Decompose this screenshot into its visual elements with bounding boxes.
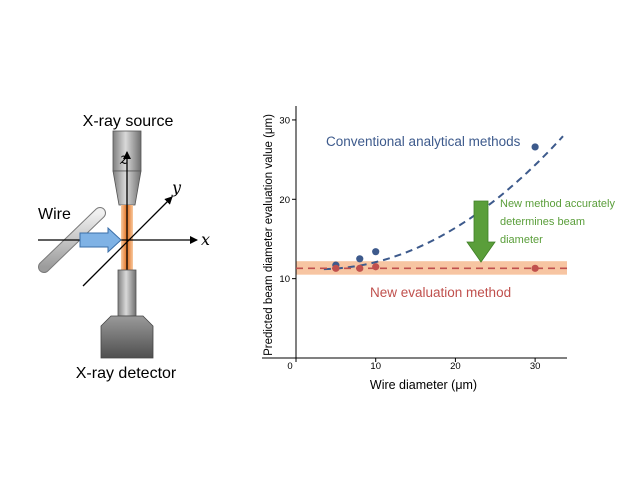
x-tick-label: 0 [287, 361, 292, 372]
y-axis-line [82, 196, 173, 287]
axis-z-label: z [119, 149, 129, 168]
axis-ticks: 0 10 20 30 10 20 30 [279, 115, 540, 372]
new-method-point [356, 264, 364, 272]
new-method-point [332, 264, 340, 272]
new-method-series-label: New evaluation method [370, 285, 511, 300]
conventional-point [531, 143, 539, 151]
y-axis-label: Predicted beam diameter evaluation value… [263, 114, 275, 356]
annotation-line: diameter [500, 234, 543, 246]
conventional-point [372, 248, 380, 256]
chart: 0 10 20 30 10 20 30 Wire diameter (μm) Predict… [262, 106, 618, 392]
conventional-point [356, 255, 364, 263]
wire-label: Wire [38, 206, 71, 223]
xray-detector-label: X-ray detector [76, 365, 177, 382]
x-tick-label: 20 [450, 361, 461, 372]
annotation-text: New method accurately determines beam di… [500, 198, 618, 246]
y-tick-label: 10 [279, 274, 290, 285]
x-axis-label: Wire diameter (μm) [370, 378, 477, 392]
data-points [332, 143, 539, 272]
axis-x-label: x [201, 230, 210, 249]
axis-y-label: y [171, 178, 182, 197]
setup-diagram: X-ray source x y z Wire X-ray detector [38, 113, 210, 382]
xray-detector [100, 269, 154, 359]
conventional-series-label: Conventional analytical methods [326, 134, 521, 149]
annotation-line: determines beam [500, 216, 585, 228]
conventional-curve [323, 135, 564, 271]
x-tick-label: 30 [530, 361, 541, 372]
y-tick-label: 20 [279, 195, 290, 206]
annotation-line: New method accurately [500, 198, 615, 210]
new-method-point [372, 263, 380, 271]
new-method-point [531, 264, 539, 272]
y-tick-label: 30 [279, 115, 290, 126]
scan-direction-arrow [79, 226, 122, 254]
improvement-arrow [466, 200, 496, 263]
x-tick-label: 10 [370, 361, 381, 372]
xray-source-label: X-ray source [83, 113, 174, 130]
